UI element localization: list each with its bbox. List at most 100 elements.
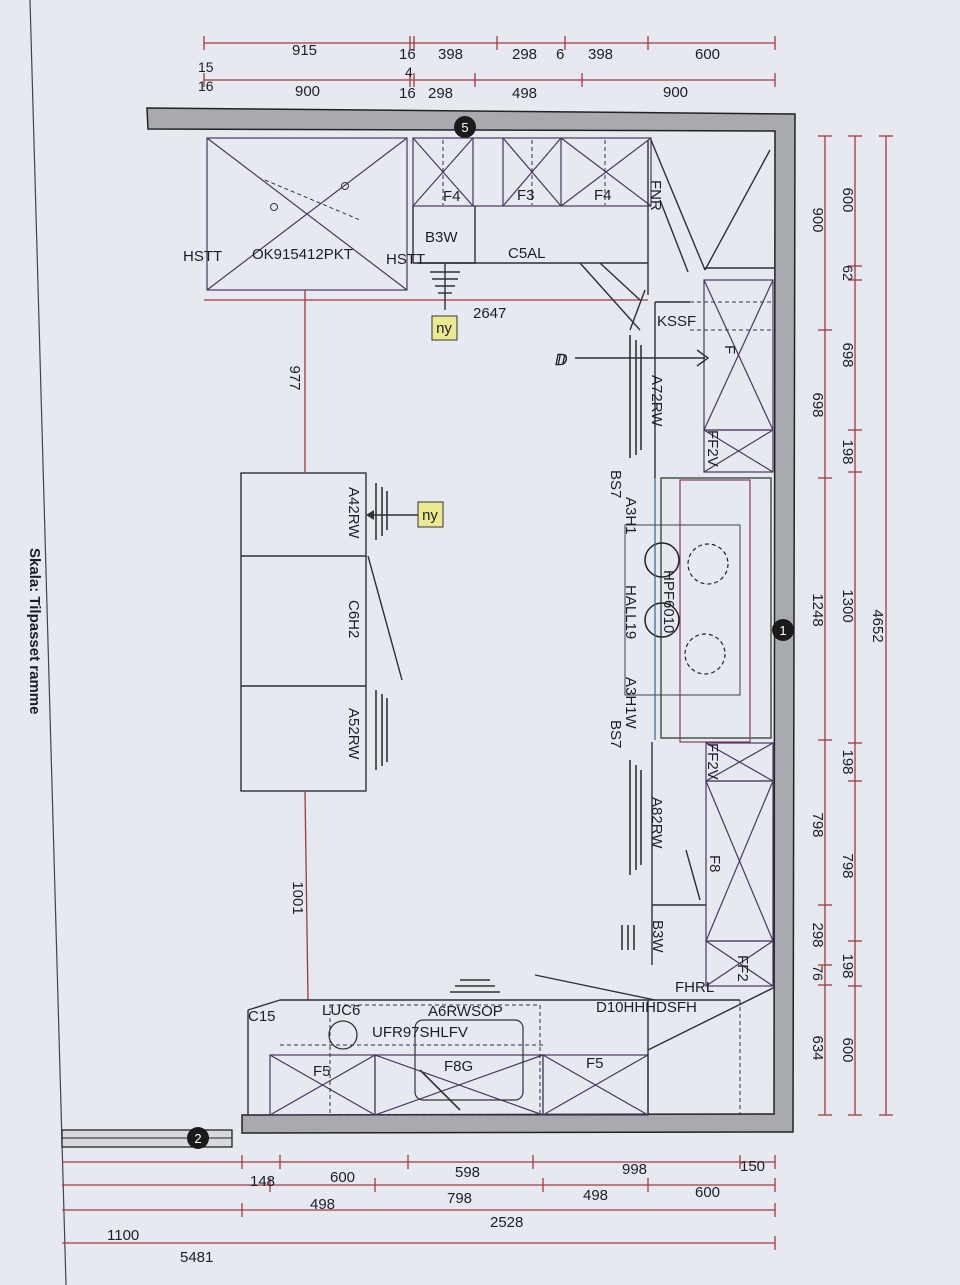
svg-text:198: 198 — [839, 749, 856, 774]
svg-text:1100: 1100 — [107, 1227, 139, 1244]
dim-2647: 2647 — [473, 305, 506, 322]
svg-text:798: 798 — [447, 1190, 472, 1207]
island — [240, 472, 420, 792]
dim-text: 16 — [198, 78, 214, 94]
svg-text:1: 1 — [779, 623, 786, 638]
svg-text:F4: F4 — [594, 187, 612, 204]
svg-text:F: F — [721, 345, 738, 354]
svg-text:F8G: F8G — [444, 1058, 473, 1075]
svg-text:KSSF: KSSF — [657, 313, 696, 330]
dim-text: 6 — [556, 46, 564, 63]
wall-marker-1: 1 — [772, 619, 794, 641]
handwritten-mark: ⅅ — [555, 352, 568, 369]
svg-text:A72RW: A72RW — [648, 375, 665, 427]
island-dim-line — [304, 790, 309, 1001]
dim-text: 398 — [438, 46, 463, 63]
svg-text:A3H1W: A3H1W — [622, 677, 639, 730]
svg-text:498: 498 — [310, 1196, 335, 1213]
scale-note: Skala: Tilpasset ramme — [26, 548, 43, 714]
svg-text:198: 198 — [839, 953, 856, 978]
top-dimension-lines — [203, 36, 776, 87]
svg-text:BS7: BS7 — [607, 470, 624, 498]
svg-text:634: 634 — [809, 1035, 826, 1060]
svg-text:A52RW: A52RW — [345, 708, 362, 760]
svg-text:148: 148 — [250, 1173, 275, 1190]
dim-text: 900 — [295, 83, 320, 100]
svg-text:2528: 2528 — [490, 1214, 523, 1231]
wall-marker-5: 5 — [454, 116, 476, 138]
svg-text:598: 598 — [455, 1164, 480, 1181]
svg-text:FF2V: FF2V — [704, 430, 721, 467]
svg-text:HPF6010: HPF6010 — [660, 570, 677, 633]
dim-text: 498 — [512, 85, 537, 102]
svg-text:600: 600 — [330, 1169, 355, 1186]
svg-text:600: 600 — [839, 1037, 856, 1062]
svg-text:150: 150 — [740, 1158, 765, 1175]
svg-text:BS7: BS7 — [607, 720, 624, 748]
svg-text:1248: 1248 — [809, 593, 826, 626]
svg-text:900: 900 — [809, 207, 826, 232]
svg-text:UFR97SHLFV: UFR97SHLFV — [372, 1024, 468, 1041]
svg-text:F8: F8 — [706, 855, 723, 873]
dim-text: 915 — [292, 42, 317, 59]
svg-text:298: 298 — [809, 922, 826, 947]
svg-text:C15: C15 — [248, 1008, 276, 1025]
svg-text:HSTT: HSTT — [183, 248, 222, 265]
svg-text:C5AL: C5AL — [508, 245, 546, 262]
top-run-cabinets — [204, 137, 775, 331]
svg-text:A42RW: A42RW — [345, 487, 362, 539]
bottom-dimension-lines — [62, 1155, 776, 1250]
svg-text:600: 600 — [839, 187, 856, 212]
right-run-cabinets — [624, 279, 774, 987]
bottom-dimension-texts: 148 600 598 998 150 498 798 498 600 1100… — [107, 1158, 765, 1266]
ny-tag-top: ny — [431, 315, 458, 341]
svg-text:LUC6: LUC6 — [322, 1002, 360, 1019]
svg-text:A82RW: A82RW — [648, 797, 665, 849]
svg-text:5: 5 — [461, 120, 468, 135]
right-dimension-lines — [818, 135, 893, 1116]
svg-text:OK915412PKT: OK915412PKT — [252, 246, 353, 263]
svg-text:62: 62 — [840, 265, 856, 281]
svg-text:A6RWSOP: A6RWSOP — [428, 1003, 503, 1020]
dim-text: 398 — [588, 46, 613, 63]
dim-text: 900 — [663, 84, 688, 101]
svg-text:798: 798 — [839, 853, 856, 878]
svg-text:FNR: FNR — [647, 180, 664, 211]
svg-text:4652: 4652 — [869, 609, 886, 642]
frame-line — [29, 0, 67, 1285]
svg-text:F5: F5 — [586, 1055, 604, 1072]
svg-text:498: 498 — [583, 1187, 608, 1204]
wall-marker-2: 2 — [187, 1127, 209, 1149]
dim-977: 977 — [286, 365, 303, 390]
svg-text:198: 198 — [839, 439, 856, 464]
dim-text: 16 — [399, 85, 416, 102]
top-dimension-texts: 915 16 398 298 6 398 600 15 16 900 4 16 … — [198, 42, 720, 102]
svg-text:F5: F5 — [313, 1063, 331, 1080]
bottom-run-cabinets — [247, 974, 776, 1116]
svg-text:76: 76 — [810, 965, 826, 981]
svg-text:ny: ny — [436, 320, 452, 337]
svg-text:F4: F4 — [443, 188, 461, 205]
ny-tag-island: ny — [417, 501, 444, 528]
dim-text: 298 — [428, 85, 453, 102]
svg-text:HALL19: HALL19 — [622, 585, 639, 639]
svg-text:D10HHHDSFH: D10HHHDSFH — [596, 999, 697, 1016]
svg-text:FF2: FF2 — [734, 955, 751, 982]
svg-text:698: 698 — [809, 392, 826, 417]
svg-text:798: 798 — [809, 812, 826, 837]
svg-text:A3H1: A3H1 — [622, 497, 639, 535]
tap-symbol — [417, 262, 475, 310]
svg-text:1300: 1300 — [839, 589, 856, 622]
dim-text: 15 — [198, 59, 214, 75]
dim-text: 298 — [512, 46, 537, 63]
svg-text:B3W: B3W — [649, 920, 666, 953]
handwritten-arrowhead — [696, 349, 710, 367]
dim-text: 600 — [695, 46, 720, 63]
svg-text:FHRL: FHRL — [675, 979, 714, 996]
svg-text:998: 998 — [622, 1161, 647, 1178]
svg-text:HSTT: HSTT — [386, 251, 425, 268]
svg-text:600: 600 — [695, 1184, 720, 1201]
dim-text: 16 — [399, 46, 416, 63]
